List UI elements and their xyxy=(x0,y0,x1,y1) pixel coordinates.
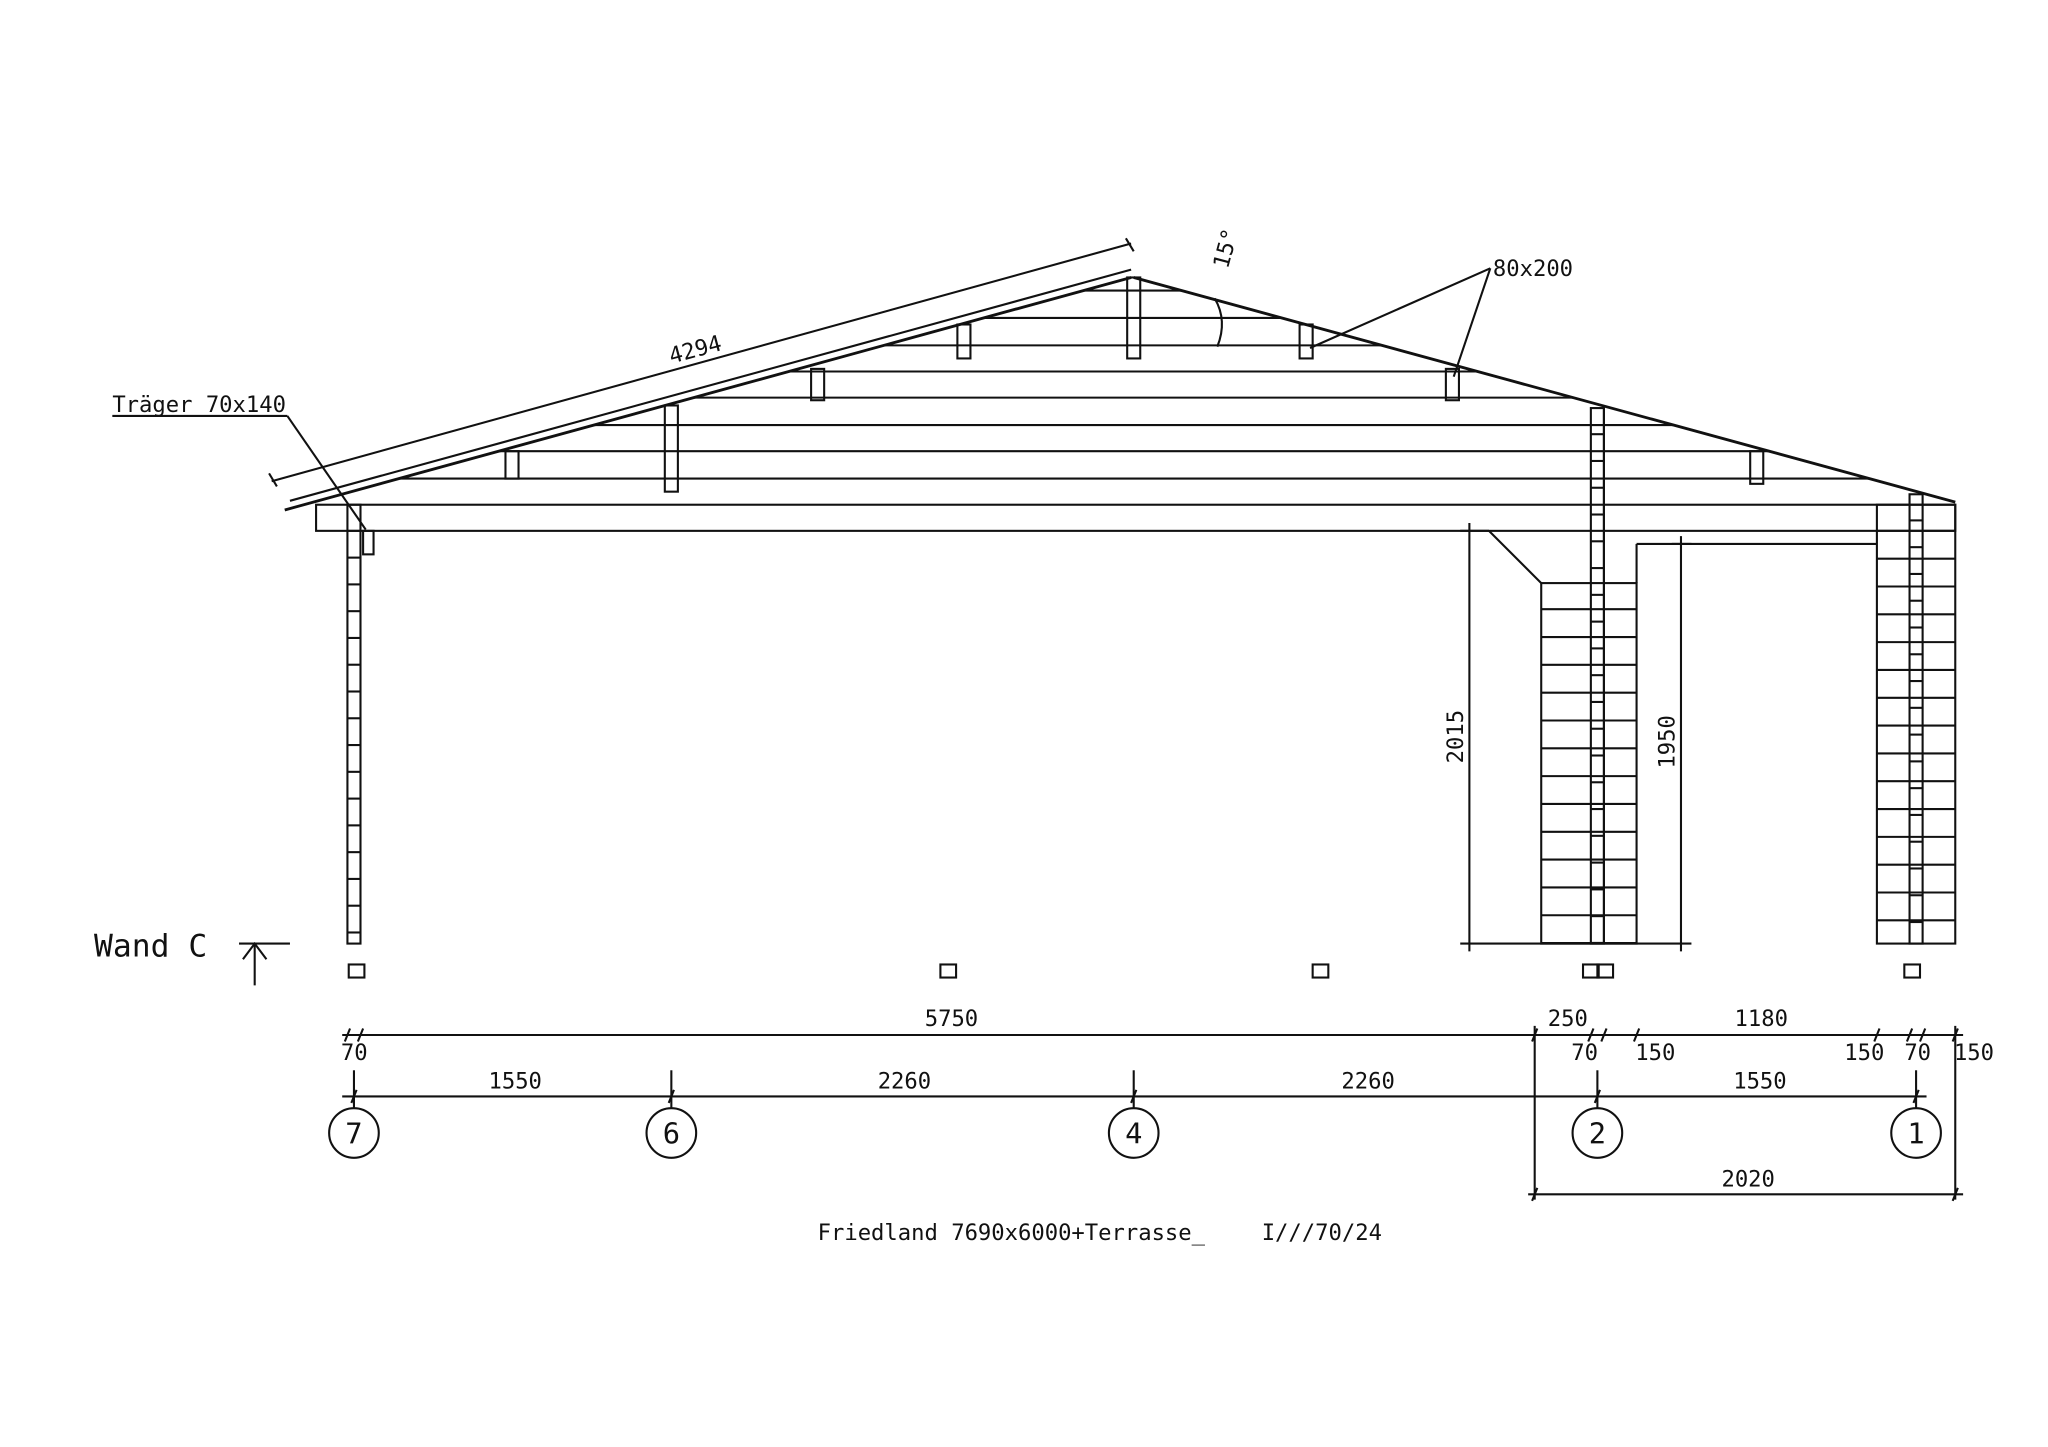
dim-5750: 5750 xyxy=(925,1006,978,1032)
drawing-title: Friedland 7690x6000+Terrasse_ xyxy=(818,1220,1206,1246)
foundation-pads xyxy=(347,963,1922,979)
dimension-lines xyxy=(342,1025,1964,1202)
purlin xyxy=(1444,367,1460,402)
foundation-pad xyxy=(939,963,958,979)
roof xyxy=(268,237,1956,512)
svg-text:6: 6 xyxy=(663,1116,680,1150)
posts xyxy=(346,407,1924,945)
log-courses xyxy=(398,276,1870,493)
purlin xyxy=(1298,323,1314,360)
dim-1550-left: 1550 xyxy=(488,1069,541,1095)
walls xyxy=(1540,408,1957,945)
purlin xyxy=(663,404,679,493)
dim-2260-b: 2260 xyxy=(1341,1069,1394,1095)
post xyxy=(346,503,362,945)
height-1950: 1950 xyxy=(1654,715,1680,768)
purlin xyxy=(1749,450,1765,485)
axis-marker-7: 7 xyxy=(328,1107,380,1159)
dim-2020: 2020 xyxy=(1721,1167,1774,1193)
traeger-label: Träger 70x140 xyxy=(112,392,286,418)
dim-250: 250 xyxy=(1548,1006,1588,1032)
axis-marker-6: 6 xyxy=(645,1107,698,1159)
drawing-code: I///70/24 xyxy=(1262,1220,1382,1246)
dim-70-right: 70 xyxy=(1904,1040,1931,1066)
dim-150-a: 150 xyxy=(1635,1040,1675,1066)
foundation-pad xyxy=(1903,963,1922,979)
svg-text:1: 1 xyxy=(1907,1116,1924,1150)
purlin xyxy=(1126,276,1142,360)
axis-markers: 7 6 4 2 1 xyxy=(328,1107,1942,1159)
purlin xyxy=(810,367,826,402)
view-arrow-icon xyxy=(239,941,290,986)
axis-marker-4: 4 xyxy=(1107,1107,1160,1159)
foundation-pad xyxy=(1581,963,1600,979)
purlin xyxy=(504,450,520,480)
height-2015: 2015 xyxy=(1443,710,1469,763)
dim-150-c: 150 xyxy=(1954,1040,1994,1066)
svg-text:7: 7 xyxy=(345,1116,362,1150)
axis-marker-2: 2 xyxy=(1571,1107,1624,1159)
dim-1550-right: 1550 xyxy=(1733,1069,1786,1095)
post xyxy=(1908,493,1924,945)
dim-1180: 1180 xyxy=(1735,1006,1788,1032)
purlin xyxy=(956,323,972,360)
svg-text:2: 2 xyxy=(1589,1116,1606,1150)
dim-2260-a: 2260 xyxy=(878,1069,931,1095)
angle-label: 15° xyxy=(1208,226,1243,271)
dim-70-mid: 70 xyxy=(1571,1040,1598,1066)
foundation-pad xyxy=(1596,963,1615,979)
wall-label: Wand C xyxy=(94,929,207,965)
svg-text:4: 4 xyxy=(1125,1116,1142,1150)
beam-size-label: 80x200 xyxy=(1493,256,1573,282)
height-dimensions: 2015 1950 xyxy=(1443,523,1692,952)
dim-150-b: 150 xyxy=(1844,1040,1884,1066)
foundation-pad xyxy=(1311,963,1330,979)
foundation-pad xyxy=(347,963,366,979)
axis-marker-1: 1 xyxy=(1890,1107,1942,1159)
dim-70-left: 70 xyxy=(341,1040,368,1066)
